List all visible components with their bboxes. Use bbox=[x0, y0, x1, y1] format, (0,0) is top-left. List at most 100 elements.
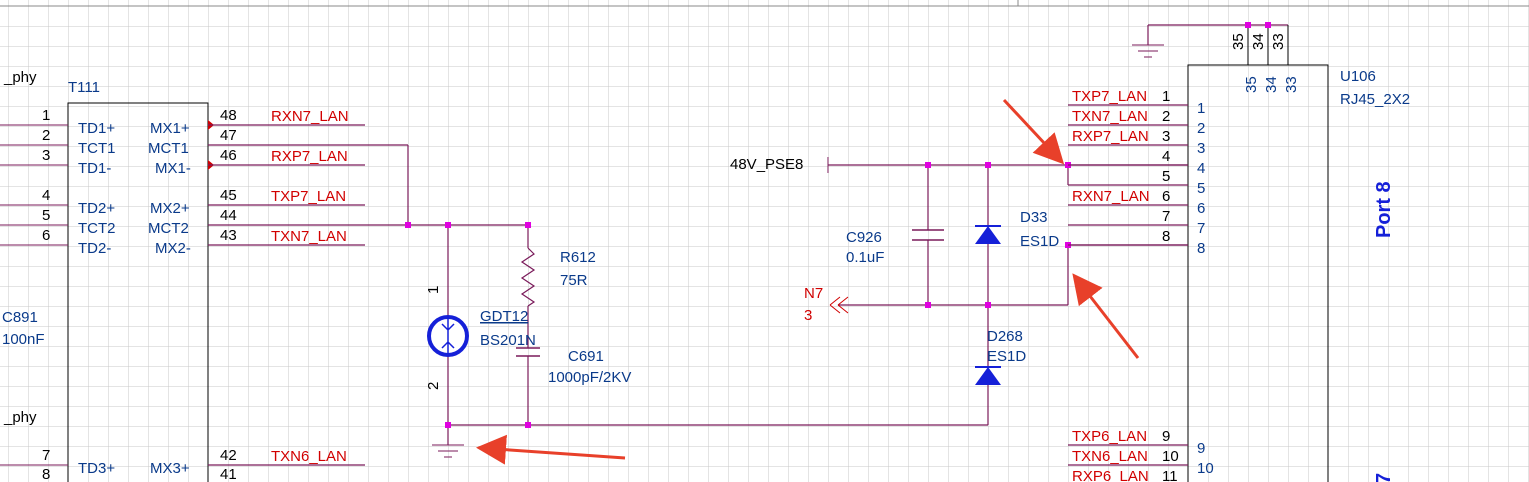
t111-pin-name: MX2- bbox=[155, 240, 191, 257]
net-label[interactable]: TXP7_LAN bbox=[271, 188, 346, 205]
power-net-label[interactable]: 48V_PSE8 bbox=[730, 156, 803, 173]
gdt-pin1: 1 bbox=[425, 286, 442, 294]
r612-ref: R612 bbox=[560, 249, 596, 266]
connector-inner-pin: 3 bbox=[1197, 140, 1205, 157]
phy-label-top: _phy bbox=[3, 69, 37, 86]
t111-pin-name: TD1+ bbox=[78, 120, 115, 137]
net-label[interactable]: RXP7_LAN bbox=[271, 148, 348, 165]
offpage-sheet: 3 bbox=[804, 307, 812, 324]
connector-inner-pin: 9 bbox=[1197, 440, 1205, 457]
connector-part: RJ45_2X2 bbox=[1340, 91, 1410, 108]
t111-pin-num: 8 bbox=[42, 466, 50, 482]
gdt-value: BS201N bbox=[480, 332, 536, 349]
annotation-arrow bbox=[476, 434, 626, 465]
t111-pin-name: TD3+ bbox=[78, 460, 115, 477]
connector-u106[interactable]: 35 34 33 bbox=[1187, 64, 1329, 482]
connector-pin-num: 8 bbox=[1162, 228, 1170, 245]
junction-dot bbox=[985, 162, 991, 168]
port-label-next: 7 bbox=[1373, 473, 1395, 482]
junction-dot bbox=[925, 302, 931, 308]
net-label[interactable]: RXN7_LAN bbox=[271, 108, 349, 125]
connector-pin-num: 10 bbox=[1162, 448, 1179, 465]
transformer-t111[interactable]: T111 1 TD1+ 2 TCT1 3 TD1- 4 TD2+ 5 TCT2 … bbox=[0, 79, 237, 482]
connector-inner-pin: 6 bbox=[1197, 200, 1205, 217]
connector-pin-num: 11 bbox=[1162, 468, 1178, 482]
junction-dot bbox=[1245, 22, 1251, 28]
junction-dot bbox=[525, 422, 531, 428]
connector-net-label[interactable]: RXP6_LAN bbox=[1072, 468, 1149, 482]
diode-d268-icon[interactable] bbox=[975, 366, 1001, 385]
t111-pin-num: 2 bbox=[42, 127, 50, 144]
top-pin-num: 35 bbox=[1230, 33, 1247, 50]
phy-label-bottom: _phy bbox=[3, 409, 37, 426]
ground-icon bbox=[432, 444, 464, 458]
junction-dot bbox=[405, 222, 411, 228]
t111-pin-num: 7 bbox=[42, 447, 50, 464]
connector-net-label[interactable]: TXP7_LAN bbox=[1072, 88, 1147, 105]
c926-value: 0.1uF bbox=[846, 249, 884, 266]
offpage-arrow-icon bbox=[829, 296, 849, 314]
c691-ref: C691 bbox=[568, 348, 604, 365]
t111-pin-num: 42 bbox=[220, 447, 237, 464]
gdt-ref: GDT12 bbox=[480, 308, 528, 325]
t111-pin-name: MCT2 bbox=[148, 220, 189, 237]
c926-ref: C926 bbox=[846, 229, 882, 246]
junction-dot bbox=[525, 222, 531, 228]
t111-pin-name: MX2+ bbox=[150, 200, 190, 217]
t111-pin-num: 3 bbox=[42, 147, 50, 164]
resistor-r612[interactable] bbox=[520, 247, 536, 307]
junction-dot bbox=[925, 162, 931, 168]
connector-pin-num: 7 bbox=[1162, 208, 1170, 225]
d33-ref: D33 bbox=[1020, 209, 1048, 226]
junction-dot bbox=[445, 422, 451, 428]
connector-net-label[interactable]: TXP6_LAN bbox=[1072, 428, 1147, 445]
connector-pin-num: 5 bbox=[1162, 168, 1170, 185]
connector-net-label[interactable]: RXN7_LAN bbox=[1072, 188, 1150, 205]
cap-c891-value: 100nF bbox=[2, 331, 45, 348]
t111-pin-num: 41 bbox=[220, 466, 237, 482]
inner-top-pin: 34 bbox=[1263, 76, 1280, 93]
r612-value: 75R bbox=[560, 272, 588, 289]
offpage-name[interactable]: N7 bbox=[804, 285, 823, 302]
connector-inner-pin: 1 bbox=[1197, 100, 1205, 117]
connector-net-label[interactable]: RXP7_LAN bbox=[1072, 128, 1149, 145]
connector-ref: U106 bbox=[1340, 68, 1376, 85]
t111-pin-num: 43 bbox=[220, 227, 237, 244]
connector-pin-num: 6 bbox=[1162, 188, 1170, 205]
d268-value: ES1D bbox=[987, 348, 1026, 365]
net-label[interactable]: TXN6_LAN bbox=[271, 448, 347, 465]
t111-pin-num: 6 bbox=[42, 227, 50, 244]
t111-pin-num: 48 bbox=[220, 107, 237, 124]
d33-value: ES1D bbox=[1020, 233, 1059, 250]
connector-pin-num: 2 bbox=[1162, 108, 1170, 125]
t111-pin-num: 45 bbox=[220, 187, 237, 204]
diode-d33-icon[interactable] bbox=[975, 225, 1001, 244]
t111-pin-num: 5 bbox=[42, 207, 50, 224]
t111-pin-name: TD2- bbox=[78, 240, 111, 257]
annotation-arrow bbox=[1072, 273, 1140, 359]
c691-value: 1000pF/2KV bbox=[548, 369, 631, 386]
connector-inner-pin: 2 bbox=[1197, 120, 1205, 137]
t111-pin-num: 1 bbox=[42, 107, 50, 124]
top-pin-num: 34 bbox=[1250, 33, 1267, 50]
connector-inner-pin: 5 bbox=[1197, 180, 1205, 197]
net-label[interactable]: TXN7_LAN bbox=[271, 228, 347, 245]
transformer-ref: T111 bbox=[68, 79, 100, 96]
junction-dot bbox=[985, 302, 991, 308]
inner-top-pin: 35 bbox=[1243, 76, 1260, 93]
t111-pin-name: TD2+ bbox=[78, 200, 115, 217]
ground-icon bbox=[1132, 44, 1164, 58]
gdt-pin2: 2 bbox=[425, 382, 442, 390]
connector-pin-num: 9 bbox=[1162, 428, 1170, 445]
connector-net-label[interactable]: TXN7_LAN bbox=[1072, 108, 1148, 125]
t111-pin-name: TCT1 bbox=[78, 140, 116, 157]
connector-inner-pin: 4 bbox=[1197, 160, 1205, 177]
t111-pin-num: 46 bbox=[220, 147, 237, 164]
connector-inner-pin: 7 bbox=[1197, 220, 1205, 237]
t111-pin-name: MX1- bbox=[155, 160, 191, 177]
gdt-icon[interactable] bbox=[427, 315, 469, 357]
connector-net-label[interactable]: TXN6_LAN bbox=[1072, 448, 1148, 465]
